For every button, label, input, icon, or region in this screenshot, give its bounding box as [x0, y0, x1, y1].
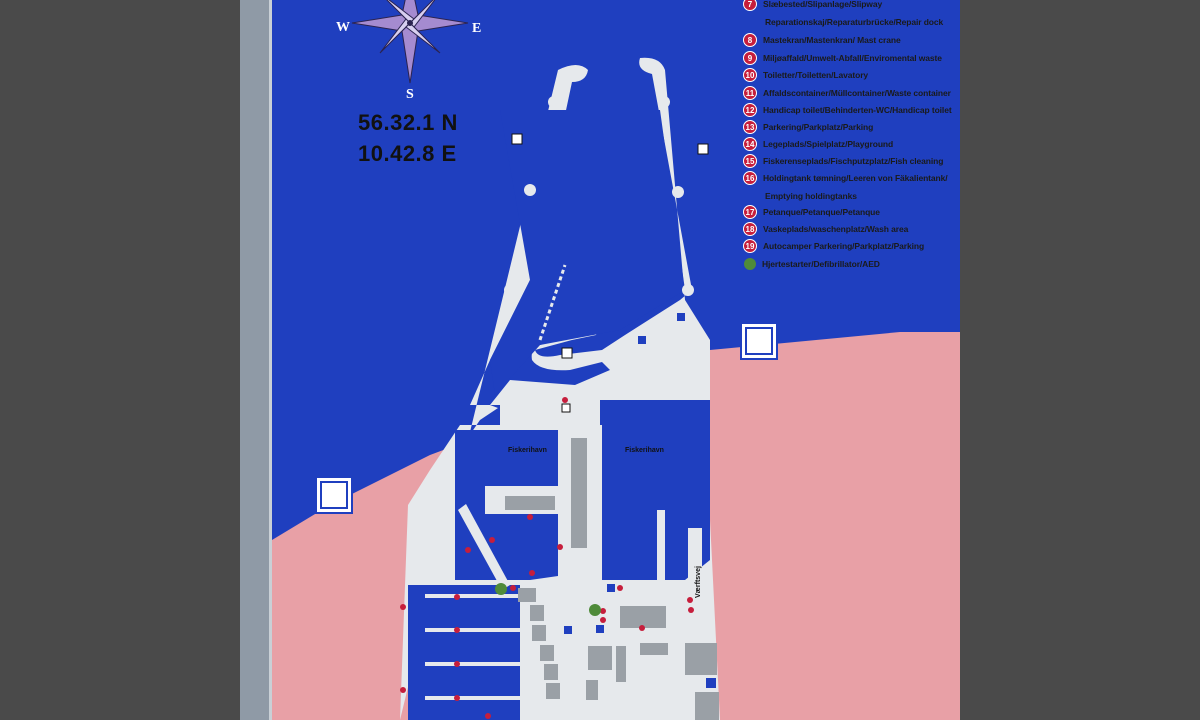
legend-number: 12 [743, 103, 757, 117]
legend-item: Hjertestarter/Defibrillator/AED [743, 256, 880, 272]
legend-item: 15 Fiskerenseplads/Fischputzplatz/Fish c… [743, 153, 943, 169]
marina-basin [408, 585, 520, 720]
legend-item: 18 Vaskeplads/waschenplatz/Wash area [743, 221, 908, 237]
legend-item: 19 Autocamper Parkering/Parkplatz/Parkin… [743, 238, 924, 254]
compass-south: S [406, 87, 414, 102]
harbour-label-right: Fiskerihavn [625, 447, 664, 454]
legend-number: 9 [743, 51, 757, 65]
legend-number: 18 [743, 222, 757, 236]
legend-item: 14 Legeplads/Spielplatz/Playground [743, 136, 893, 152]
outer-basin [490, 110, 685, 395]
legend-text: Mastekran/Mastenkran/ Mast crane [763, 35, 901, 45]
legend-text: Parkering/Parkplatz/Parking [763, 122, 874, 132]
legend-number: 11 [743, 86, 757, 100]
legend-number: 19 [743, 239, 757, 253]
legend-text: Hjertestarter/Defibrillator/AED [762, 259, 880, 269]
legend-number: 15 [743, 154, 757, 168]
legend-text: Toiletter/Toiletten/Lavatory [763, 70, 869, 80]
legend-item: 8 Mastekran/Mastenkran/ Mast crane [743, 32, 901, 48]
bathing-icon [740, 322, 778, 360]
legend-number: 7 [743, 0, 757, 11]
legend-text: Affaldscontainer/Müllcontainer/Waste con… [763, 88, 951, 98]
legend-text: Reparationskaj/Reparaturbrücke/Repair do… [765, 17, 944, 27]
legend-item: 10 Toiletter/Toiletten/Lavatory [743, 67, 868, 83]
legend-text: Miljøaffald/Umwelt-Abfall/Enviromental w… [763, 53, 942, 63]
defibrillator-icon [744, 258, 756, 270]
bollards [504, 96, 694, 296]
legend-text: Vaskeplads/waschenplatz/Wash area [763, 224, 909, 234]
outer-jetty [688, 528, 702, 578]
legend-text: Autocamper Parkering/Parkplatz/Parking [763, 241, 925, 251]
legend-number: 13 [743, 120, 757, 134]
map-markers [400, 397, 694, 719]
legend-text: Handicap toilet/Behinderten-WC/Handicap … [763, 105, 952, 115]
small-icons [511, 133, 709, 413]
legend-item: 13 Parkering/Parkplatz/Parking [743, 119, 873, 135]
compass-east: E [472, 21, 482, 36]
fishing-basin [600, 400, 710, 580]
longitude: 10.42.8 E [358, 141, 457, 166]
legend-text: Petanque/Petanque/Petanque [763, 207, 880, 217]
legend-item: 7 Slæbested/Slipanlage/Slipway [743, 0, 882, 12]
compass-west: W [336, 20, 350, 35]
legend-item: 16 Holdingtank tømning/Leeren von Fäkali… [743, 170, 948, 186]
compass-rose-icon [351, 0, 469, 84]
legend-number: 17 [743, 205, 757, 219]
fishing-jetty [657, 510, 665, 580]
legend-number: 14 [743, 137, 757, 151]
legend-item-continued: Emptying holdingtanks [743, 188, 857, 204]
legend-text: Legeplads/Spielplatz/Playground [763, 139, 894, 149]
legend-item: 17 Petanque/Petanque/Petanque [743, 204, 880, 220]
legend-text: Slæbested/Slipanlage/Slipway [763, 0, 883, 9]
legend-number: 10 [743, 68, 757, 82]
legend-number: 16 [743, 171, 757, 185]
bathing-icon [315, 476, 353, 514]
harbour-map [272, 0, 960, 720]
sign-frame-edge [240, 0, 272, 720]
road-label: Værftsvej [695, 566, 702, 598]
parking-signs [564, 313, 716, 688]
legend-item-continued: Reparationskaj/Reparaturbrücke/Repair do… [743, 14, 943, 30]
legend-number: 8 [743, 33, 757, 47]
diagonal-pier [458, 504, 510, 590]
legend-text: Holdingtank tømning/Leeren von Fäkalient… [763, 173, 948, 183]
harbour-map-sign: W E S 56.32.1 N 10.42.8 E Fiskerihavn Fi… [240, 0, 960, 720]
latitude: 56.32.1 N [358, 110, 458, 135]
marina-pontoons [425, 594, 520, 700]
aed-markers [495, 583, 601, 616]
buildings [505, 438, 719, 720]
legend-item: 12 Handicap toilet/Behinderten-WC/Handic… [743, 102, 952, 118]
legend-item: 11 Affaldscontainer/Müllcontainer/Waste … [743, 85, 951, 101]
floating-breakwater [538, 264, 567, 341]
legend-text: Fiskerenseplads/Fischputzplatz/Fish clea… [763, 156, 944, 166]
harbour-label-left: Fiskerihavn [508, 447, 547, 454]
legend-text: Emptying holdingtanks [765, 191, 857, 201]
legend-item: 9 Miljøaffald/Umwelt-Abfall/Enviromental… [743, 50, 942, 66]
